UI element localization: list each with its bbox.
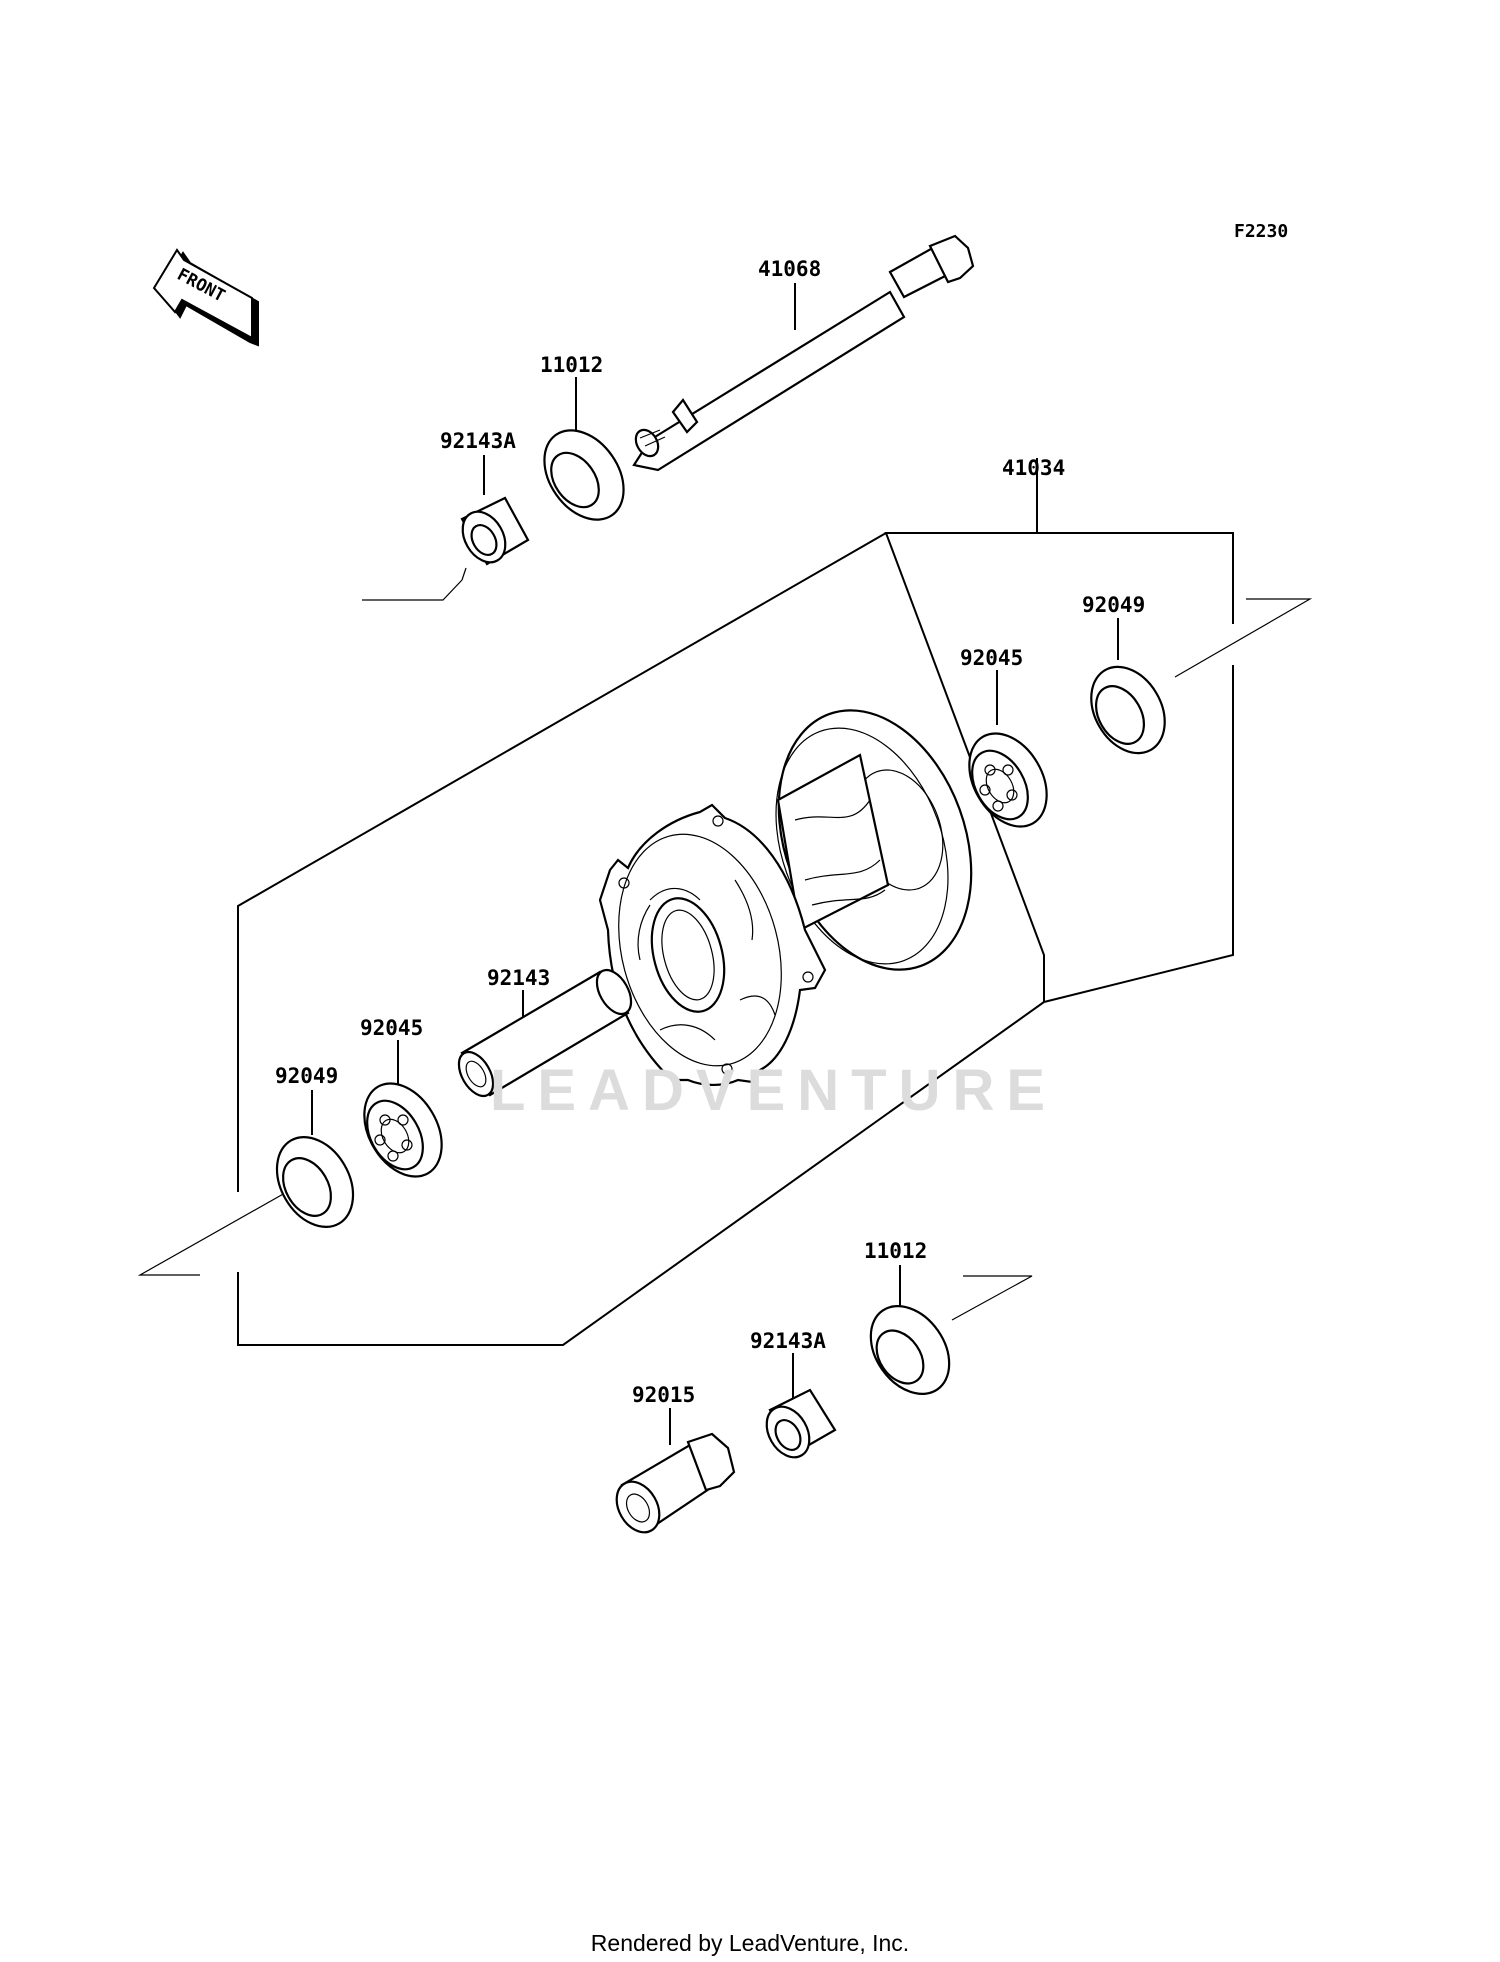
callout-92143: 92143 <box>487 966 550 990</box>
distance-collar-part <box>457 968 633 1098</box>
spacer-bottom-part <box>765 1388 837 1459</box>
callout-92045-right: 92045 <box>960 646 1023 670</box>
axle-nut-part <box>615 1432 736 1534</box>
callout-92049-right: 92049 <box>1082 593 1145 617</box>
wheel-hub-part <box>598 709 973 1086</box>
footer-credit: Rendered by LeadVenture, Inc. <box>590 1930 910 1956</box>
callout-92143a-bottom: 92143A <box>750 1329 826 1353</box>
collar-bottom-part <box>869 1305 951 1395</box>
figure-code: F2230 <box>1234 221 1288 242</box>
callout-92049-left: 92049 <box>275 1064 338 1088</box>
seal-left-part <box>275 1135 355 1229</box>
bearing-left-part <box>363 1082 443 1178</box>
front-arrow-icon: FRONT <box>152 248 259 347</box>
callout-41068: 41068 <box>758 257 821 281</box>
hub-assembly-bracket <box>237 458 1234 1346</box>
bearing-right-part <box>968 732 1048 828</box>
axis-lines <box>137 567 1313 1321</box>
watermark: LEADVENTURE <box>490 1058 1057 1123</box>
seal-right-part <box>1090 665 1166 755</box>
callout-92045-left: 92045 <box>360 1016 423 1040</box>
callout-92015: 92015 <box>632 1383 695 1407</box>
callout-41034: 41034 <box>1002 456 1065 480</box>
collar-top-part <box>543 429 625 521</box>
spacer-top-part <box>460 496 530 566</box>
callout-11012-top: 11012 <box>540 353 603 377</box>
callout-92143a-top: 92143A <box>440 429 516 453</box>
callout-11012-bottom: 11012 <box>864 1239 927 1263</box>
axle-part <box>632 234 975 472</box>
